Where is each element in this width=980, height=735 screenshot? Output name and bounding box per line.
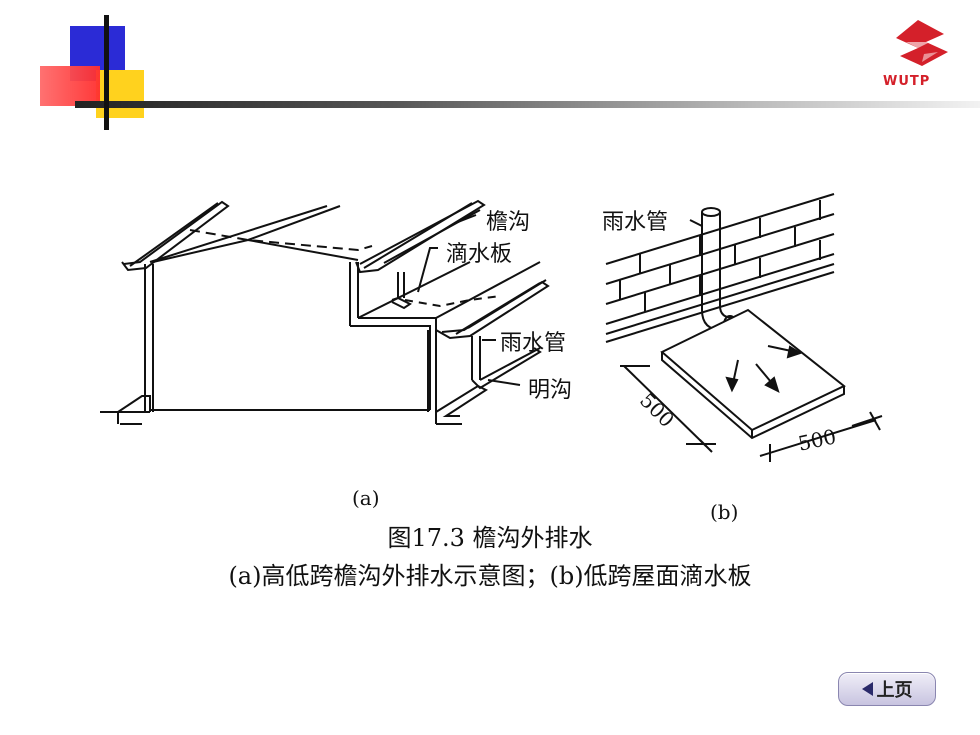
previous-page-button[interactable]: 上页 xyxy=(838,672,936,706)
previous-page-label: 上页 xyxy=(876,680,913,701)
label-rain-pipe-a: 雨水管 xyxy=(500,331,567,356)
figure-caption-description: (a)高低跨檐沟外排水示意图；(b)低跨屋面滴水板 xyxy=(228,562,752,590)
left-arrow-icon xyxy=(861,682,873,696)
sublabel-a: (a) xyxy=(352,486,380,510)
header-rule xyxy=(75,101,980,108)
label-open-ditch: 明沟 xyxy=(528,378,573,403)
sublabel-b: (b) xyxy=(710,500,739,524)
logo-text: WUTP xyxy=(883,74,931,89)
decor-red-square xyxy=(40,66,100,106)
figure-b-drawing xyxy=(605,193,883,462)
header-vertical-rule xyxy=(104,15,109,130)
figure-a-drawing xyxy=(100,199,550,425)
label-rain-pipe-b: 雨水管 xyxy=(602,210,669,235)
label-eaves-gutter: 檐沟 xyxy=(486,210,531,235)
label-drip-board: 滴水板 xyxy=(446,242,513,267)
wutp-logo-icon xyxy=(896,20,948,66)
figure-caption-title: 图17.3 檐沟外排水 xyxy=(387,524,593,552)
